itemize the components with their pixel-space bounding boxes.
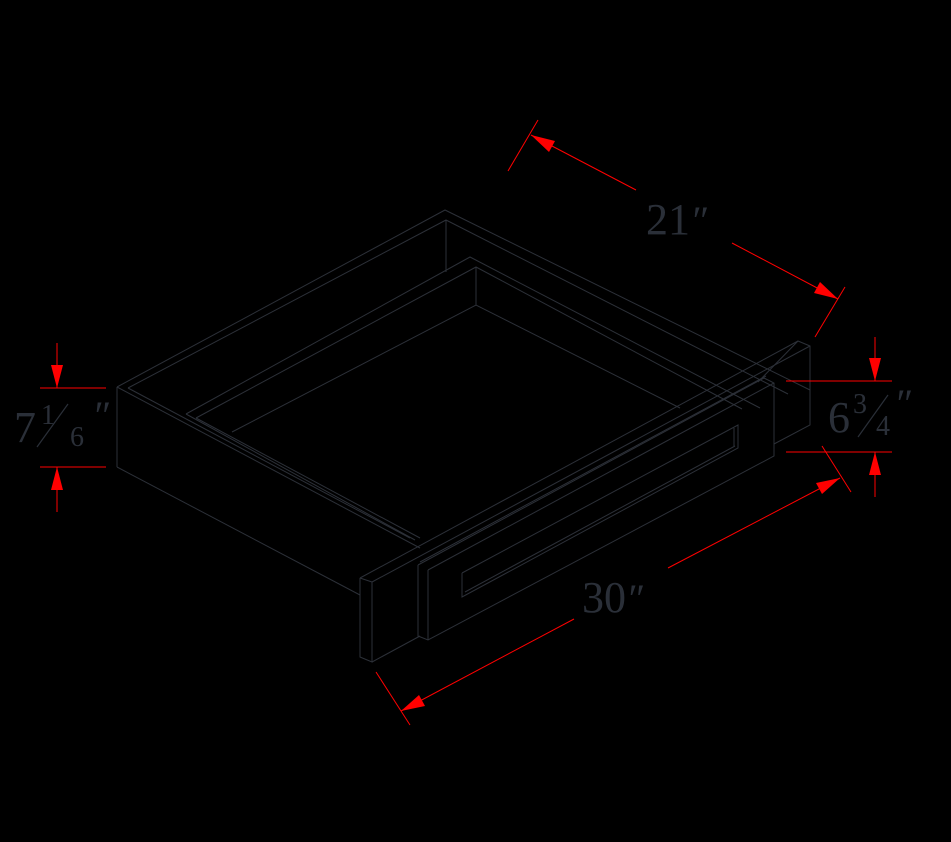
front-left-post	[359, 577, 421, 663]
box-height-denominator: 6	[70, 422, 84, 453]
dimension-box-height	[40, 343, 106, 512]
dimension-depth	[507, 119, 846, 338]
inch-mark: ″	[626, 576, 643, 621]
front-height-whole: 6	[828, 393, 850, 442]
dimension-front-height	[786, 337, 892, 497]
box-height-whole: 7	[14, 403, 36, 452]
box-height-label: 7 1 6 ″	[14, 396, 114, 462]
inch-mark: ″	[92, 393, 109, 438]
inch-mark: ″	[894, 381, 911, 426]
dimension-width	[375, 445, 852, 726]
depth-value: 21	[646, 195, 690, 244]
depth-label: 21″	[646, 198, 707, 242]
front-height-denominator: 4	[876, 411, 890, 442]
inch-mark: ″	[690, 198, 707, 243]
width-label: 30″	[582, 576, 643, 620]
width-value: 30	[582, 573, 626, 622]
drawer-box	[116, 209, 811, 596]
false-front	[417, 375, 775, 641]
front-height-label: 6 3 4 ″	[828, 384, 938, 450]
front-height-numerator: 3	[853, 389, 867, 420]
box-height-numerator: 1	[41, 400, 55, 431]
side-panel	[359, 340, 811, 583]
